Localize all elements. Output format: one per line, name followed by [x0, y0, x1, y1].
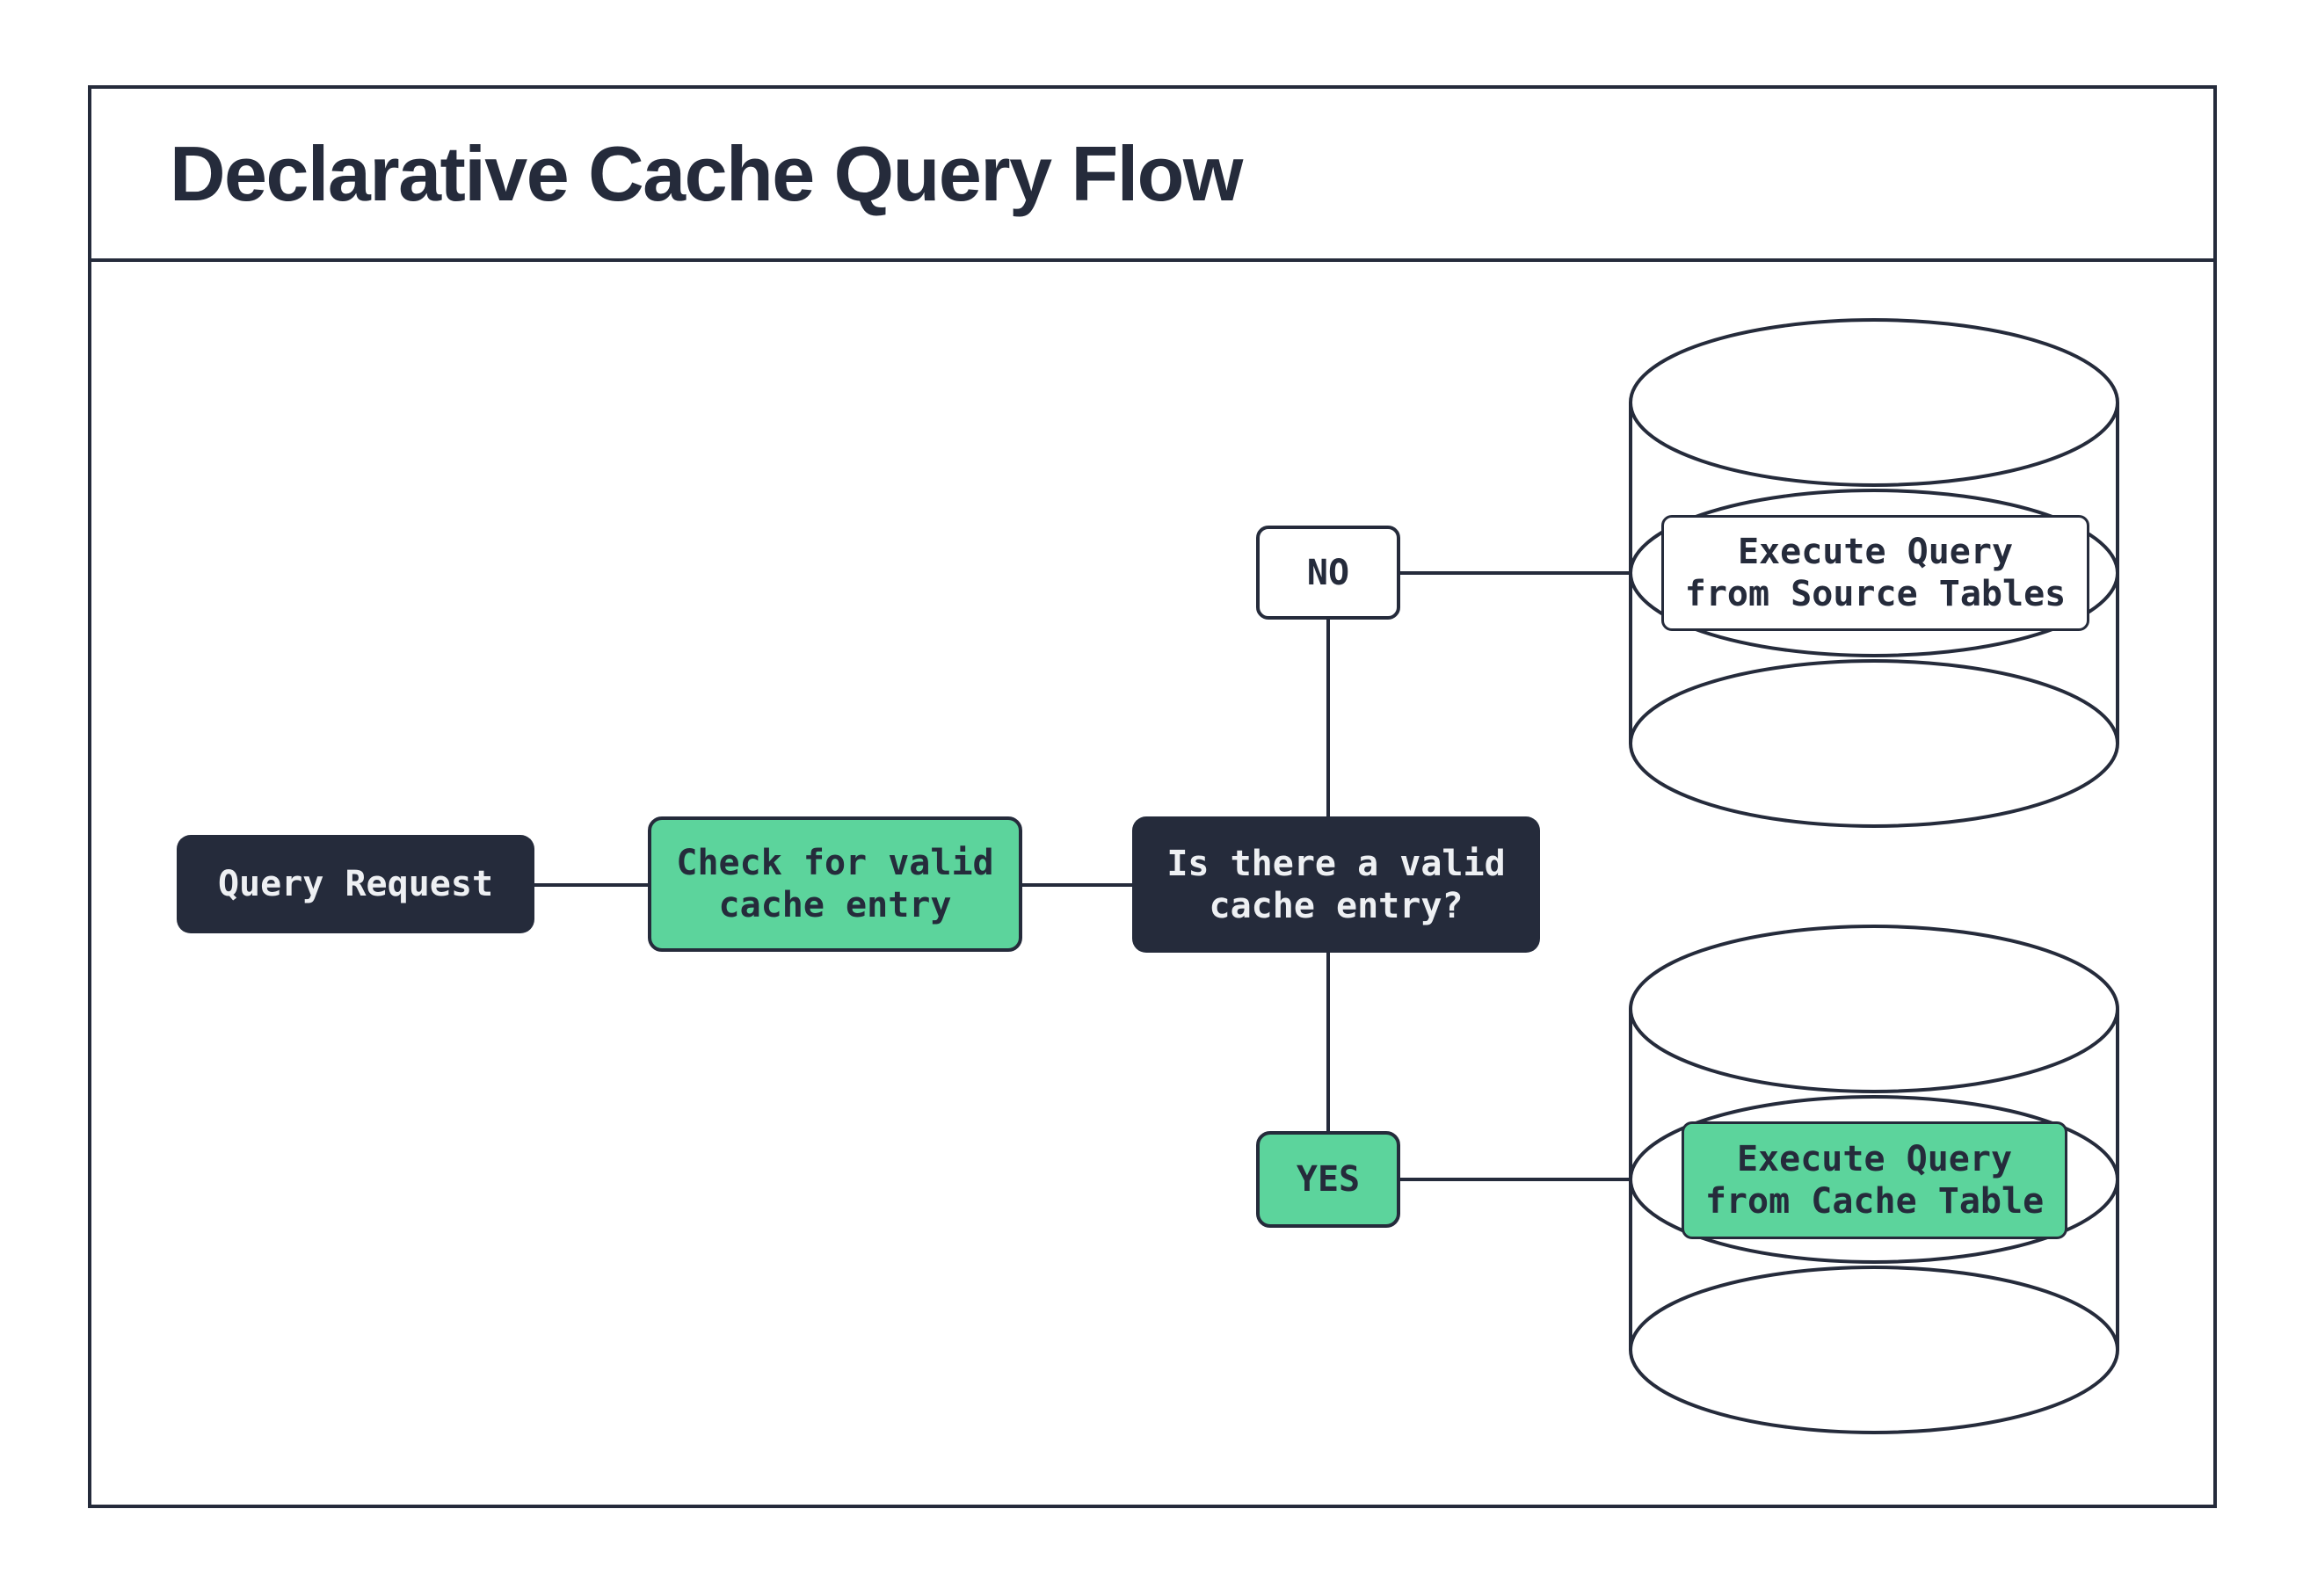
yes-branch-node: YES — [1256, 1131, 1400, 1228]
valid-cache-decision-node: Is there a valid cache entry? — [1132, 816, 1540, 953]
source-database-icon — [1629, 318, 2119, 828]
source-db-top-disc — [1629, 318, 2119, 487]
cache-db-middle-disc — [1629, 1095, 2119, 1264]
no-branch-label: NO — [1306, 552, 1350, 593]
cache-db-top-disc — [1629, 925, 2119, 1093]
execute-cache-query-label: Execute Query from Cache Table — [1704, 1139, 2045, 1222]
title-band: Declarative Cache Query Flow — [91, 89, 2213, 262]
cache-database-icon — [1629, 925, 2119, 1434]
execute-cache-query-node: Execute Query from Cache Table — [1682, 1121, 2067, 1239]
check-cache-label: Check for valid cache entry — [676, 843, 994, 925]
no-branch-node: NO — [1256, 526, 1400, 620]
diagram-title: Declarative Cache Query Flow — [170, 129, 1243, 217]
query-request-node: Query Request — [177, 835, 534, 933]
diagram-frame: Declarative Cache Query Flow — [88, 85, 2217, 1508]
source-db-middle-disc — [1629, 489, 2119, 657]
cache-db-bottom-disc — [1629, 1266, 2119, 1434]
valid-cache-decision-label: Is there a valid cache entry? — [1166, 843, 1506, 926]
check-cache-node: Check for valid cache entry — [648, 816, 1022, 952]
query-request-label: Query Request — [217, 864, 494, 904]
yes-branch-label: YES — [1296, 1159, 1361, 1200]
execute-source-query-node: Execute Query from Source Tables — [1661, 515, 2089, 631]
source-db-bottom-disc — [1629, 659, 2119, 828]
execute-source-query-label: Execute Query from Source Tables — [1684, 532, 2067, 614]
